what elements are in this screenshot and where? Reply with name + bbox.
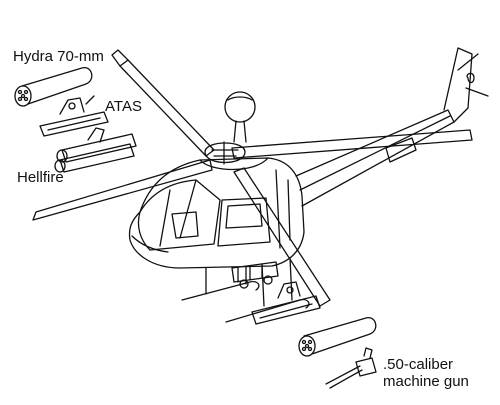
machine-gun <box>325 347 377 389</box>
label-hydra: Hydra 70-mm <box>13 48 104 65</box>
tail-boom-body <box>295 109 455 207</box>
cockpit-seat <box>171 211 199 239</box>
rotor-hub-detail <box>211 141 239 165</box>
label-machine-gun-line1: .50-caliber <box>383 356 454 373</box>
skid-strut-1 <box>205 265 247 295</box>
label-machine-gun-line2: machine gun <box>383 373 469 390</box>
fuselage-outline <box>128 157 305 269</box>
sight-mast <box>233 120 247 143</box>
label-hellfire: Hellfire <box>17 169 64 186</box>
rotor-blade-back-left-tip <box>111 49 129 67</box>
door-frame <box>217 197 271 247</box>
door-window <box>225 203 263 229</box>
mast-mounted-sight <box>224 91 256 143</box>
nose-detail <box>131 235 169 253</box>
tail-rotor <box>457 53 489 97</box>
skid-right <box>225 298 310 323</box>
horizontal-stabilizer <box>385 137 417 163</box>
mounted-weapon-pylon <box>231 261 279 289</box>
fuselage <box>128 157 305 269</box>
label-machine-gun: .50-caliber machine gun <box>383 356 469 390</box>
tail-boom <box>295 47 489 207</box>
main-rotor <box>32 49 473 307</box>
sight-ball <box>224 91 256 123</box>
cockpit-canopy <box>137 179 221 251</box>
rotor-hub <box>204 142 246 164</box>
tail-boom-line <box>299 115 451 191</box>
hellfire-launcher <box>54 127 137 173</box>
hydra-rocket-pod <box>14 67 93 107</box>
vertical-fin <box>443 47 473 123</box>
label-atas: ATAS <box>105 98 142 115</box>
tail-rotor-hub <box>466 72 475 84</box>
fuselage-panel-lines <box>275 169 291 249</box>
skid-left <box>181 280 260 301</box>
engine-cowling <box>199 157 269 171</box>
lower-launcher <box>251 281 321 325</box>
rotor-blade-right <box>231 129 473 159</box>
canopy-frame-1 <box>179 179 197 239</box>
lower-hydra-pod <box>298 317 377 357</box>
atas-launcher <box>39 95 109 137</box>
canopy-frame-2 <box>159 189 171 247</box>
